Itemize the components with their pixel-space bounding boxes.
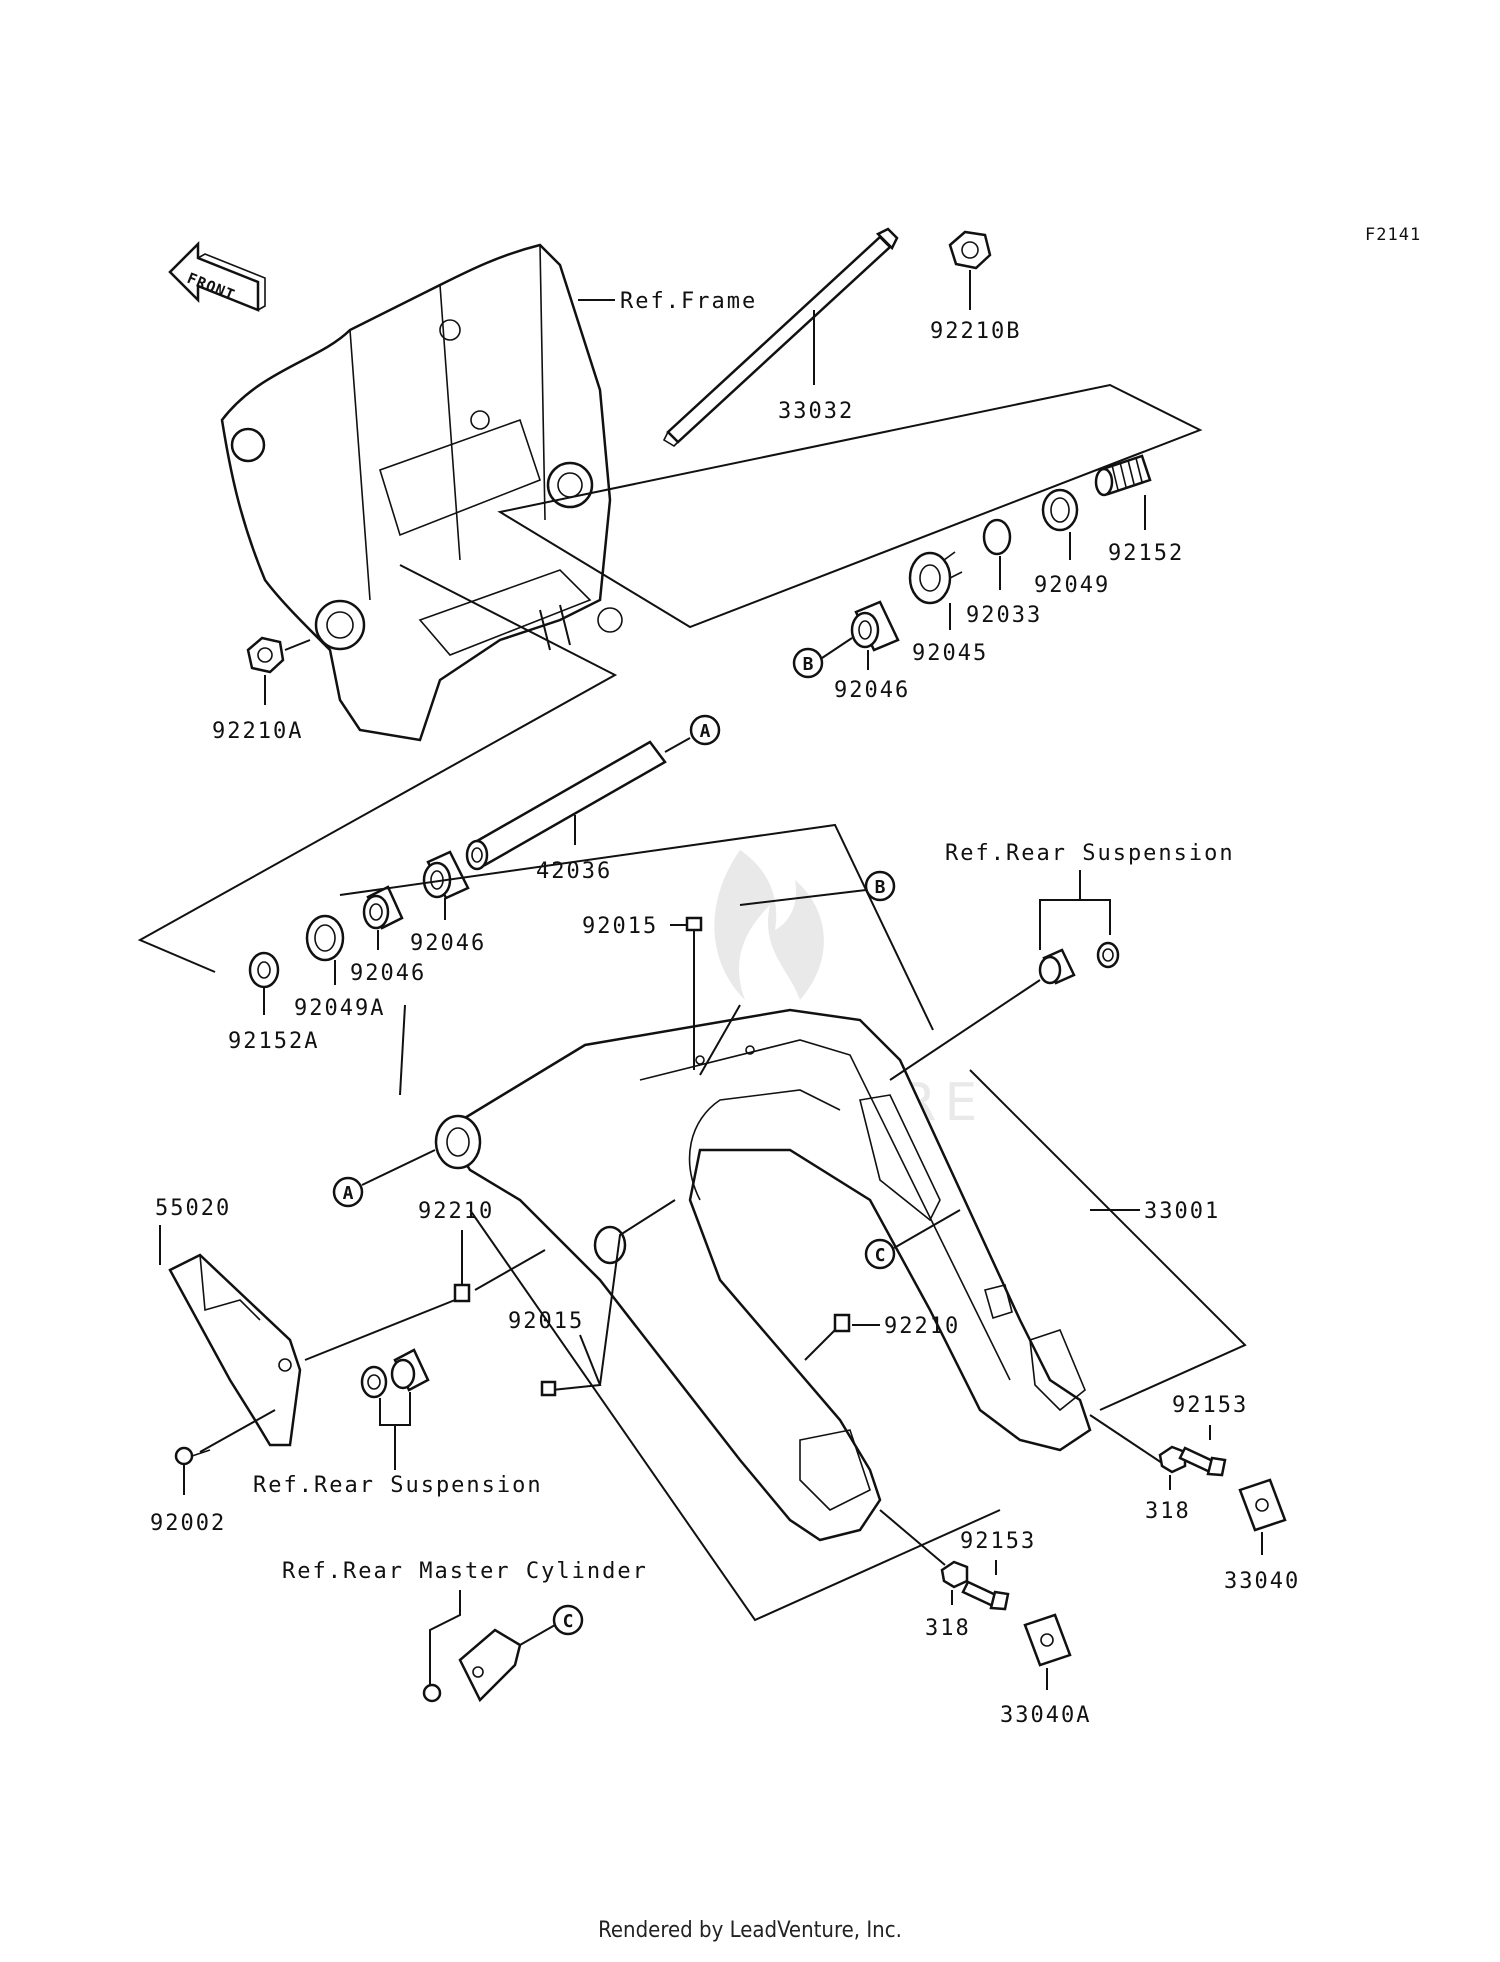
nut-92210A-icon [246,636,285,674]
bolt-92015-top-icon [685,916,703,932]
bushing-92152A-icon [248,951,280,989]
part-92210A: 92210A [212,719,303,744]
part-55020: 55020 [155,1196,231,1221]
front-arrow-icon: FRONT [168,240,266,312]
part-92015-top: 92015 [582,914,658,939]
master-cylinder-bracket-icon [422,1628,522,1703]
part-42036: 42036 [536,859,612,884]
ref-frame-label: Ref.Frame [620,289,757,314]
part-92153-right: 92153 [1172,1393,1248,1418]
adjuster-33040A-icon [1023,1613,1072,1667]
adjuster-33040-icon [1238,1478,1287,1532]
part-318-right: 318 [1145,1499,1191,1524]
part-92210B: 92210B [930,319,1021,344]
seal-92049-icon [1041,488,1079,532]
rear-suspension-bushing-bottom-icon [360,1348,430,1399]
part-92152A: 92152A [228,1029,319,1054]
ref-rear-suspension-top: Ref.Rear Suspension [945,841,1235,866]
part-33001: 33001 [1144,1199,1220,1224]
nut-92210-right-icon [833,1313,851,1333]
bearing-92045-icon [908,551,963,605]
part-92049A: 92049A [294,996,385,1021]
circlip-92033-icon [982,518,1012,556]
swingarm-33001-drawing [434,1008,1092,1542]
callout-C-swingarm: C [875,1245,886,1266]
bolt-92153-right-icon [1178,1446,1227,1477]
nut-92210-left-icon [453,1283,471,1303]
ref-rear-suspension-bottom: Ref.Rear Suspension [253,1473,543,1498]
sleeve-42036-icon [465,740,667,871]
shaft-33032-icon [662,227,899,448]
callout-C-master: C [563,1611,574,1632]
part-92046-b: 92046 [350,961,426,986]
part-318-bottom: 318 [925,1616,971,1641]
part-92002: 92002 [150,1511,226,1536]
callout-A-swingarm: A [343,1183,354,1204]
rear-suspension-bushing-icon [1038,941,1120,985]
needle-bearing-92046-icon [850,600,900,652]
needle-bearing-92046-b-icon [362,885,404,930]
part-92152: 92152 [1108,541,1184,566]
bolt-92002-icon [174,1446,211,1466]
needle-bearing-92046-a-icon [422,850,470,900]
part-92210-right: 92210 [884,1314,960,1339]
bolt-92015-bottom-icon [540,1380,557,1397]
chain-guard-55020-icon [168,1253,302,1447]
nut-318-right-icon [1158,1445,1187,1474]
seal-92049A-icon [305,914,345,962]
part-92033: 92033 [966,603,1042,628]
part-92210-left: 92210 [418,1199,494,1224]
bolt-92153-bottom-icon [961,1580,1010,1611]
part-33040: 33040 [1224,1569,1300,1594]
part-92049: 92049 [1034,573,1110,598]
ref-rear-master-cylinder: Ref.Rear Master Cylinder [282,1559,648,1584]
frame-drawing [220,243,623,742]
nut-92210B-icon [948,230,992,270]
nut-318-bottom-icon [940,1560,969,1589]
bushing-92152-icon [1094,454,1152,497]
footer-credit: Rendered by LeadVenture, Inc. [598,1918,902,1943]
callout-B-bearing: B [803,654,814,675]
part-33032: 33032 [778,399,854,424]
part-33040A: 33040A [1000,1703,1091,1728]
part-92015-bottom: 92015 [508,1309,584,1334]
callout-A-shaft: A [700,721,711,742]
part-92046-right: 92046 [834,678,910,703]
part-92046-a: 92046 [410,931,486,956]
part-92153-bottom: 92153 [960,1529,1036,1554]
figure-code: F2141 [1365,225,1421,245]
callout-B-swingarm: B [875,877,886,898]
part-92045: 92045 [912,641,988,666]
